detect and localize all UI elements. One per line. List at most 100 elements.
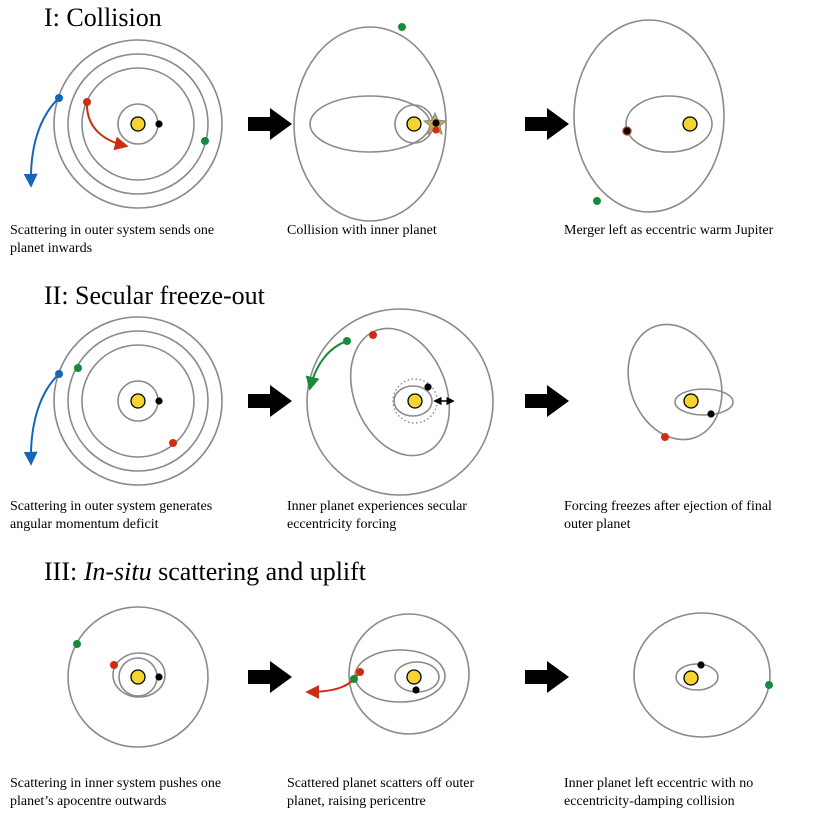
green-planet [74,364,82,372]
eccentric-orbit [393,385,433,417]
orbit [67,53,209,195]
eccentric-orbit [354,649,446,703]
caption-line: Collision with inner planet [287,223,437,238]
green-planet [201,137,209,145]
eccentric-orbit [573,19,725,213]
red-planet [83,98,91,106]
caption-line: Inner planet left eccentric with no [564,776,754,791]
green-planet [343,337,351,345]
star [406,669,422,685]
panel-1a [23,39,223,209]
green-planet [350,675,358,683]
orbit [53,316,223,486]
eccentric-orbit [112,652,166,698]
blue-planet [55,370,63,378]
caption-line: Inner planet experiences secular [287,499,467,514]
black-planet [432,119,440,127]
orbit [81,344,195,458]
heading-text: scattering and uplift [151,557,367,586]
orbit [306,308,494,496]
black-planet [412,686,420,694]
transition-arrow [248,661,292,693]
caption-line: Scattered planet scatters off outer [287,776,475,791]
heading-prefix: III: [44,557,84,586]
panel-2b [305,308,494,496]
red-planet [110,661,118,669]
caption-line: planet’s apocentre outwards [10,794,167,809]
caption-2a: Scattering in outer system generates ang… [10,498,260,534]
star [130,116,146,132]
black-planet [424,383,432,391]
orbit [348,613,470,735]
caption-3b: Scattered planet scatters off outer plan… [287,775,537,811]
caption-line: eccentricity-damping collision [564,794,735,809]
caption-line: Scattering in outer system sends one [10,223,215,238]
black-planet [697,661,705,669]
red-planet [369,331,377,339]
caption-line: eccentricity forcing [287,517,397,532]
caption-1c: Merger left as eccentric warm Jupiter [564,222,814,240]
eccentric-orbit [625,95,713,153]
eccentric-orbit [293,26,447,222]
green-planet [398,23,406,31]
green-planet [593,197,601,205]
transition-arrow [525,385,569,417]
caption-line: angular momentum deficit [10,517,159,532]
merged-planet [622,126,632,136]
red-planet [356,668,364,676]
heading-prefix: I: [44,3,67,32]
blue-trajectory-arrow [23,97,60,188]
caption-2c: Forcing freezes after ejection of final … [564,498,814,534]
caption-line: Forcing freezes after ejection of final [564,499,772,514]
green-planet [73,640,81,648]
star [130,393,146,409]
red-trajectory-arrow [305,671,360,699]
panel-1c [573,19,725,213]
caption-3c: Inner planet left eccentric with no ecce… [564,775,814,811]
heading-emphasis: In-situ [83,557,152,586]
transition-arrow [525,661,569,693]
green-planet [765,681,773,689]
orbit [81,67,195,181]
panel-1b [293,23,448,222]
caption-line: Scattering in inner system pushes one [10,776,222,791]
section-heading-insitu: III: In-situ scattering and uplift [44,557,366,587]
caption-line: planet inwards [10,241,93,256]
orbit [53,39,223,209]
caption-1b: Collision with inner planet [287,222,537,240]
panel-3a [67,606,209,748]
green-trajectory-arrow [305,340,348,391]
caption-1a: Scattering in outer system sends one pla… [10,222,260,258]
eccentric-orbit [633,612,771,738]
eccentric-orbit [674,388,734,416]
orbit [67,606,209,748]
black-planet [707,410,715,418]
eccentric-orbit [627,323,723,441]
transition-arrow [248,108,292,140]
heading-text: Collision [66,3,162,32]
transition-arrow [248,385,292,417]
star [407,393,423,409]
heading-text: Secular freeze-out [75,281,265,310]
caption-line: Scattering in outer system generates [10,499,213,514]
red-planet [661,433,669,441]
orbit [67,330,209,472]
star [682,116,698,132]
caption-3a: Scattering in inner system pushes one pl… [10,775,260,811]
panel-2c [627,323,734,441]
black-planet [155,397,163,405]
panel-3b [305,613,470,735]
red-planet [432,126,440,134]
panel-3c [633,612,773,738]
panel-2a [23,316,223,486]
transition-arrow [525,108,569,140]
star [683,670,699,686]
blue-trajectory-arrow [23,373,60,466]
eccentric-orbit [675,663,719,691]
red-planet [169,439,177,447]
red-trajectory-arrow [85,101,129,151]
star [130,669,146,685]
section-heading-collision: I: Collision [44,3,162,33]
caption-2b: Inner planet experiences secular eccentr… [287,498,537,534]
